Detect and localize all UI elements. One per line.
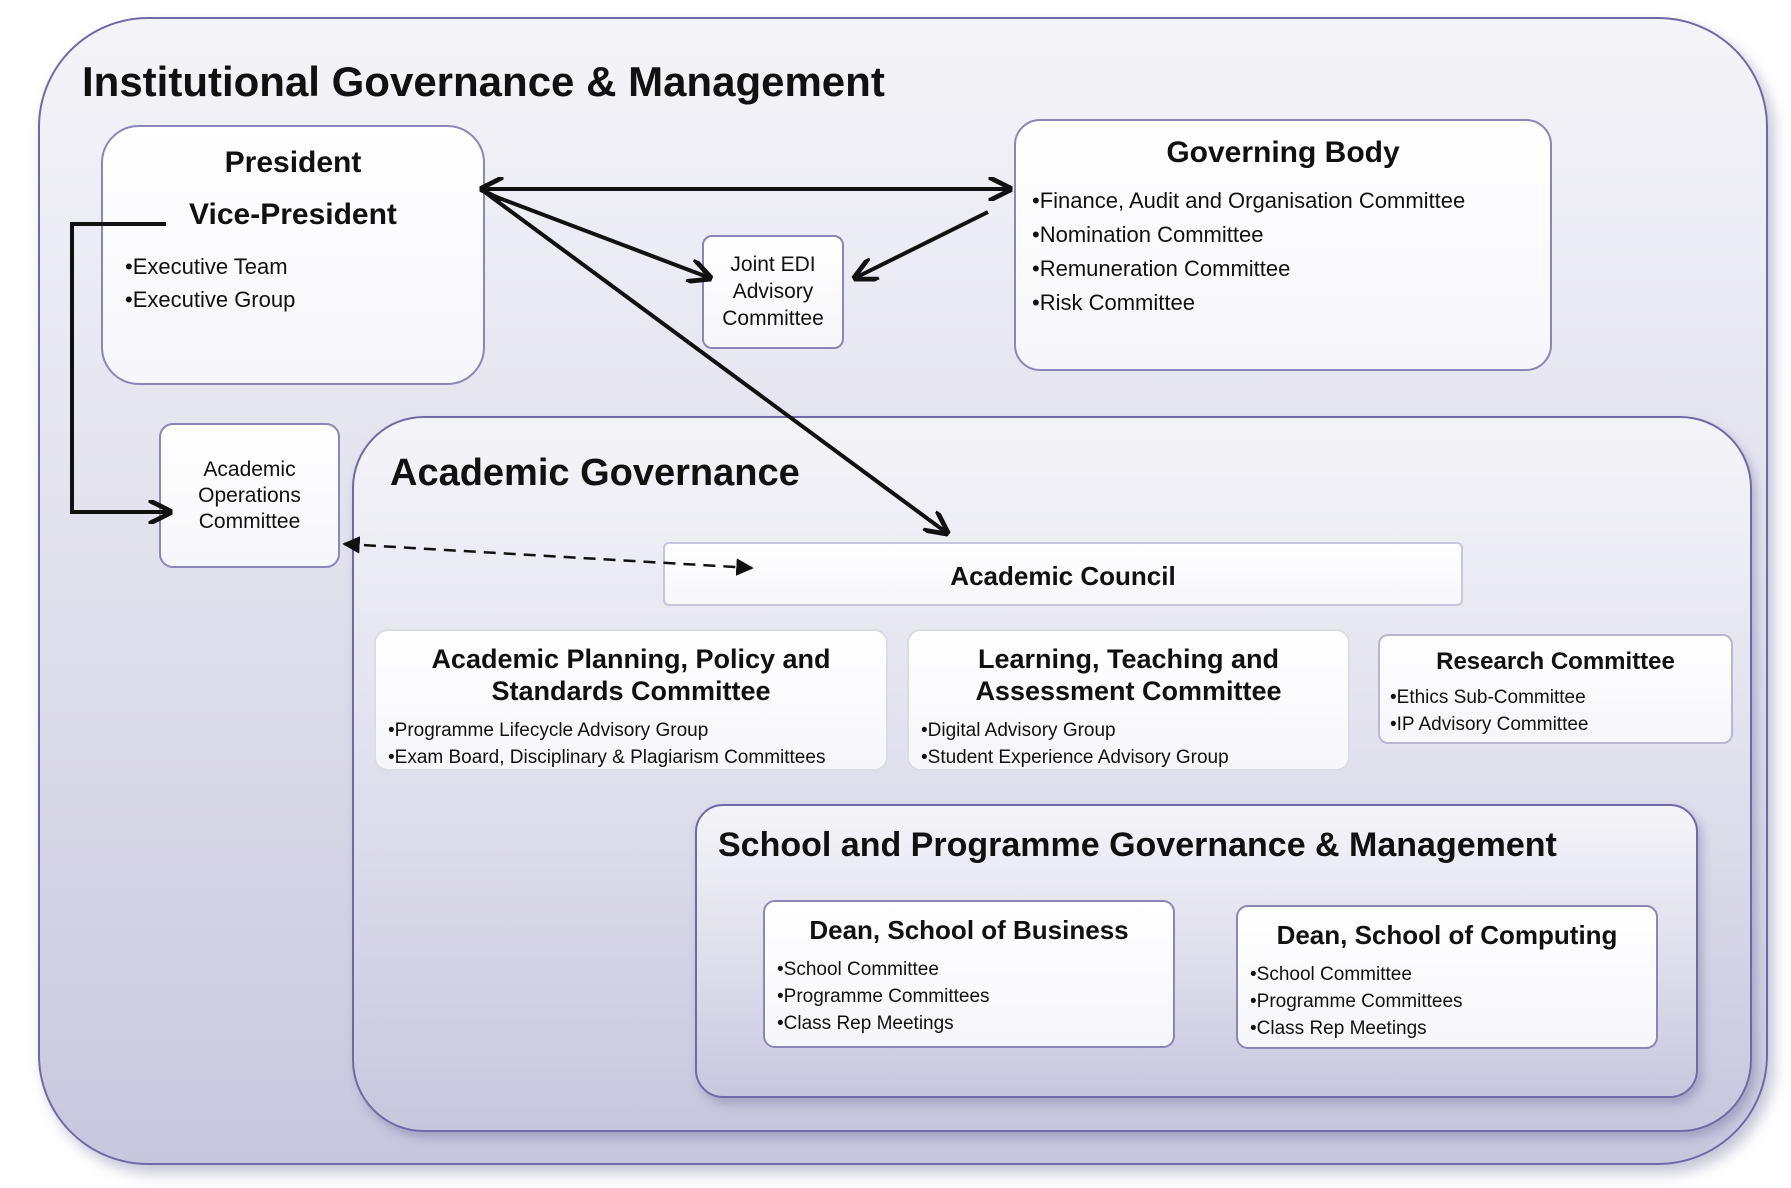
- arrow-operations-council-dashed: [342, 536, 754, 576]
- academic-planning-box[interactable]: Academic Planning, Policy and Standards …: [374, 629, 888, 771]
- research-committee-box[interactable]: Research Committee •Ethics Sub-Committee…: [1378, 634, 1733, 744]
- research-committee-title: Research Committee: [1436, 648, 1675, 675]
- list-item: •School Committee: [1250, 964, 1412, 985]
- academic-council-title: Academic Council: [950, 561, 1176, 591]
- learning-teaching-box[interactable]: Learning, Teaching and Assessment Commit…: [907, 629, 1350, 771]
- dean-computing-title: Dean, School of Computing: [1276, 920, 1618, 950]
- dean-computing-box[interactable]: Dean, School of Computing •School Commit…: [1236, 905, 1658, 1049]
- joint-edi-line: Advisory: [732, 280, 814, 303]
- president-title: President: [224, 146, 362, 179]
- list-item: •Remuneration Committee: [1032, 256, 1291, 281]
- list-item: •Exam Board, Disciplinary & Plagiarism C…: [388, 747, 826, 768]
- list-item: •Nomination Committee: [1032, 222, 1264, 247]
- list-item: •Class Rep Meetings: [777, 1013, 954, 1034]
- school-governance-title: School and Programme Governance & Manage…: [718, 826, 1557, 864]
- arrow-governing-body-joint-edi: [855, 210, 989, 278]
- academic-governance-title: Academic Governance: [390, 452, 800, 494]
- list-item: •Executive Team: [125, 254, 288, 279]
- list-item: •IP Advisory Committee: [1390, 714, 1589, 735]
- arrow-vp-academic-operations: [70, 222, 170, 512]
- learning-title-line: Assessment Committee: [975, 676, 1282, 706]
- list-item: •Finance, Audit and Organisation Committ…: [1032, 188, 1466, 213]
- academic-operations-box[interactable]: Academic Operations Committee: [159, 423, 340, 568]
- academic-operations-line: Operations: [198, 484, 301, 507]
- arrow-president-joint-edi: [485, 191, 710, 278]
- list-item: •School Committee: [777, 959, 939, 980]
- institutional-governance-title: Institutional Governance & Management: [82, 58, 885, 105]
- list-item: •Class Rep Meetings: [1250, 1018, 1427, 1039]
- joint-edi-box[interactable]: Joint EDI Advisory Committee: [702, 235, 844, 349]
- governing-body-box[interactable]: Governing Body •Finance, Audit and Organ…: [1014, 119, 1552, 371]
- president-box[interactable]: President Vice-President •Executive Team…: [101, 125, 485, 385]
- list-item: •Programme Committees: [1250, 991, 1463, 1012]
- governing-body-title: Governing Body: [1166, 136, 1400, 169]
- list-item: •Ethics Sub-Committee: [1390, 687, 1586, 708]
- dean-business-title: Dean, School of Business: [809, 915, 1129, 945]
- list-item: •Student Experience Advisory Group: [921, 747, 1229, 768]
- planning-title-line: Academic Planning, Policy and: [431, 644, 831, 674]
- joint-edi-line: Committee: [722, 307, 824, 330]
- dean-business-box[interactable]: Dean, School of Business •School Committ…: [763, 900, 1175, 1048]
- list-item: •Risk Committee: [1032, 290, 1195, 315]
- list-item: •Executive Group: [125, 287, 296, 312]
- academic-operations-line: Academic: [203, 458, 296, 481]
- list-item: •Digital Advisory Group: [921, 720, 1116, 741]
- joint-edi-line: Joint EDI: [730, 253, 816, 276]
- arrow-president-academic-council: [484, 191, 947, 533]
- list-item: •Programme Lifecycle Advisory Group: [388, 720, 709, 741]
- planning-title-line: Standards Committee: [491, 676, 771, 706]
- academic-operations-line: Committee: [198, 510, 301, 533]
- learning-title-line: Learning, Teaching and: [977, 644, 1280, 674]
- list-item: •Programme Committees: [777, 986, 990, 1007]
- academic-council-box[interactable]: Academic Council: [663, 542, 1463, 606]
- vice-president-title: Vice-President: [189, 198, 397, 231]
